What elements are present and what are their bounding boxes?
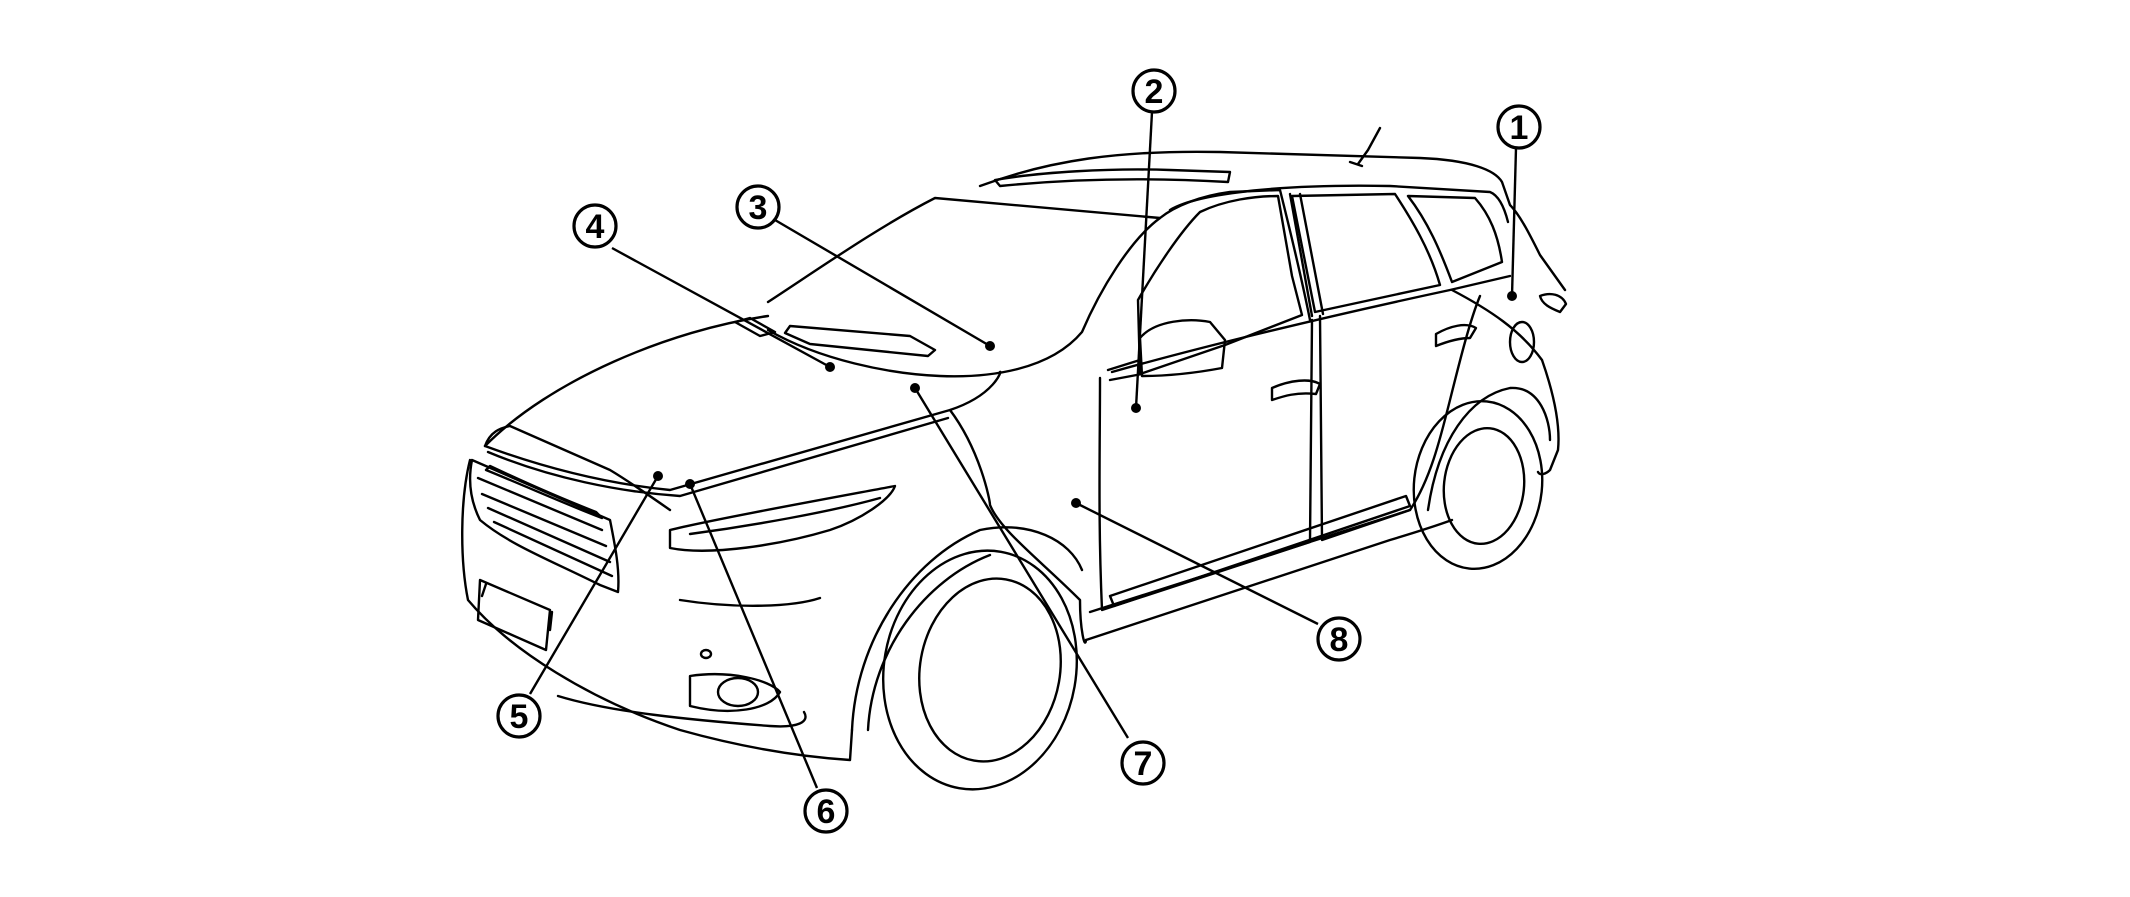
fuel-door	[1508, 320, 1536, 364]
b-pillar	[1288, 192, 1325, 318]
rear-door-handle	[1434, 323, 1478, 348]
front-door-handle	[1270, 379, 1322, 402]
callout-6: 6	[803, 788, 849, 834]
front-fascia	[461, 458, 854, 762]
front-rim	[918, 577, 1062, 763]
rear-tire	[1412, 399, 1544, 571]
front-tire	[881, 549, 1079, 791]
bumper-lower	[556, 694, 807, 728]
callout-2: 2	[1131, 68, 1177, 114]
quarter-window	[1406, 194, 1504, 284]
callout-7: 7	[1120, 740, 1166, 786]
antenna	[1348, 126, 1382, 168]
grille-chrome-top	[484, 464, 604, 520]
sensor-dot	[699, 648, 713, 660]
leader-5	[528, 475, 660, 695]
leader-4	[611, 246, 831, 369]
callout-3-label: 3	[749, 189, 768, 227]
rear-wheel-arch	[1426, 386, 1552, 512]
callout-8: 8	[1316, 616, 1362, 662]
callout-4: 4	[572, 203, 618, 249]
rear-door	[1318, 294, 1482, 542]
callout-1: 1	[1496, 104, 1542, 150]
front-header	[483, 424, 672, 512]
sunroof	[993, 168, 1232, 188]
hood-center-edge	[486, 416, 950, 498]
leader-3	[774, 218, 991, 348]
beltline	[1110, 274, 1512, 374]
rear-rim	[1442, 426, 1526, 546]
a-pillar	[1158, 188, 1312, 322]
callout-8-label: 8	[1330, 621, 1349, 659]
callout-5-label: 5	[510, 698, 529, 736]
leader-6	[688, 483, 819, 789]
side-mirror	[1138, 319, 1227, 378]
callout-5: 5	[496, 693, 542, 739]
vehicle-drawing	[461, 126, 1568, 791]
leader-7	[913, 387, 1130, 739]
sill-trim	[1108, 494, 1412, 608]
headlight-inner	[688, 496, 882, 536]
front-wheel-arch-inner	[866, 553, 992, 732]
roof-outline	[978, 150, 1567, 292]
callout-7-label: 7	[1134, 745, 1153, 783]
front-side-window	[1136, 194, 1304, 376]
grille-bars	[476, 476, 614, 578]
rear-side-window	[1290, 192, 1442, 314]
rear-quarter	[1450, 288, 1560, 476]
leader-8	[1075, 501, 1319, 626]
headlight	[668, 484, 897, 552]
callout-3: 3	[735, 184, 781, 230]
leader-2	[1134, 111, 1154, 409]
callout-2-label: 2	[1145, 73, 1164, 111]
grille-outer	[468, 458, 620, 594]
license-plate	[476, 578, 554, 652]
leader-lines	[528, 111, 1518, 789]
hood-outline	[483, 314, 1002, 492]
callout-1-label: 1	[1510, 109, 1529, 147]
front-fender	[948, 408, 1088, 644]
callout-markers: 1 2 3 4 5 6 7 8	[496, 68, 1542, 834]
wiper-blade	[783, 324, 937, 358]
callout-4-label: 4	[586, 208, 605, 246]
leader-1	[1510, 147, 1518, 297]
callout-6-label: 6	[817, 793, 836, 831]
tail-light	[1538, 292, 1568, 314]
side-sill	[1084, 508, 1454, 642]
windshield	[766, 196, 1162, 378]
front-door	[1098, 318, 1314, 612]
bumper-crease	[678, 596, 822, 607]
fog-light	[716, 676, 760, 708]
fog-light-bezel	[688, 673, 782, 712]
front-wheel-arch	[850, 526, 1084, 732]
